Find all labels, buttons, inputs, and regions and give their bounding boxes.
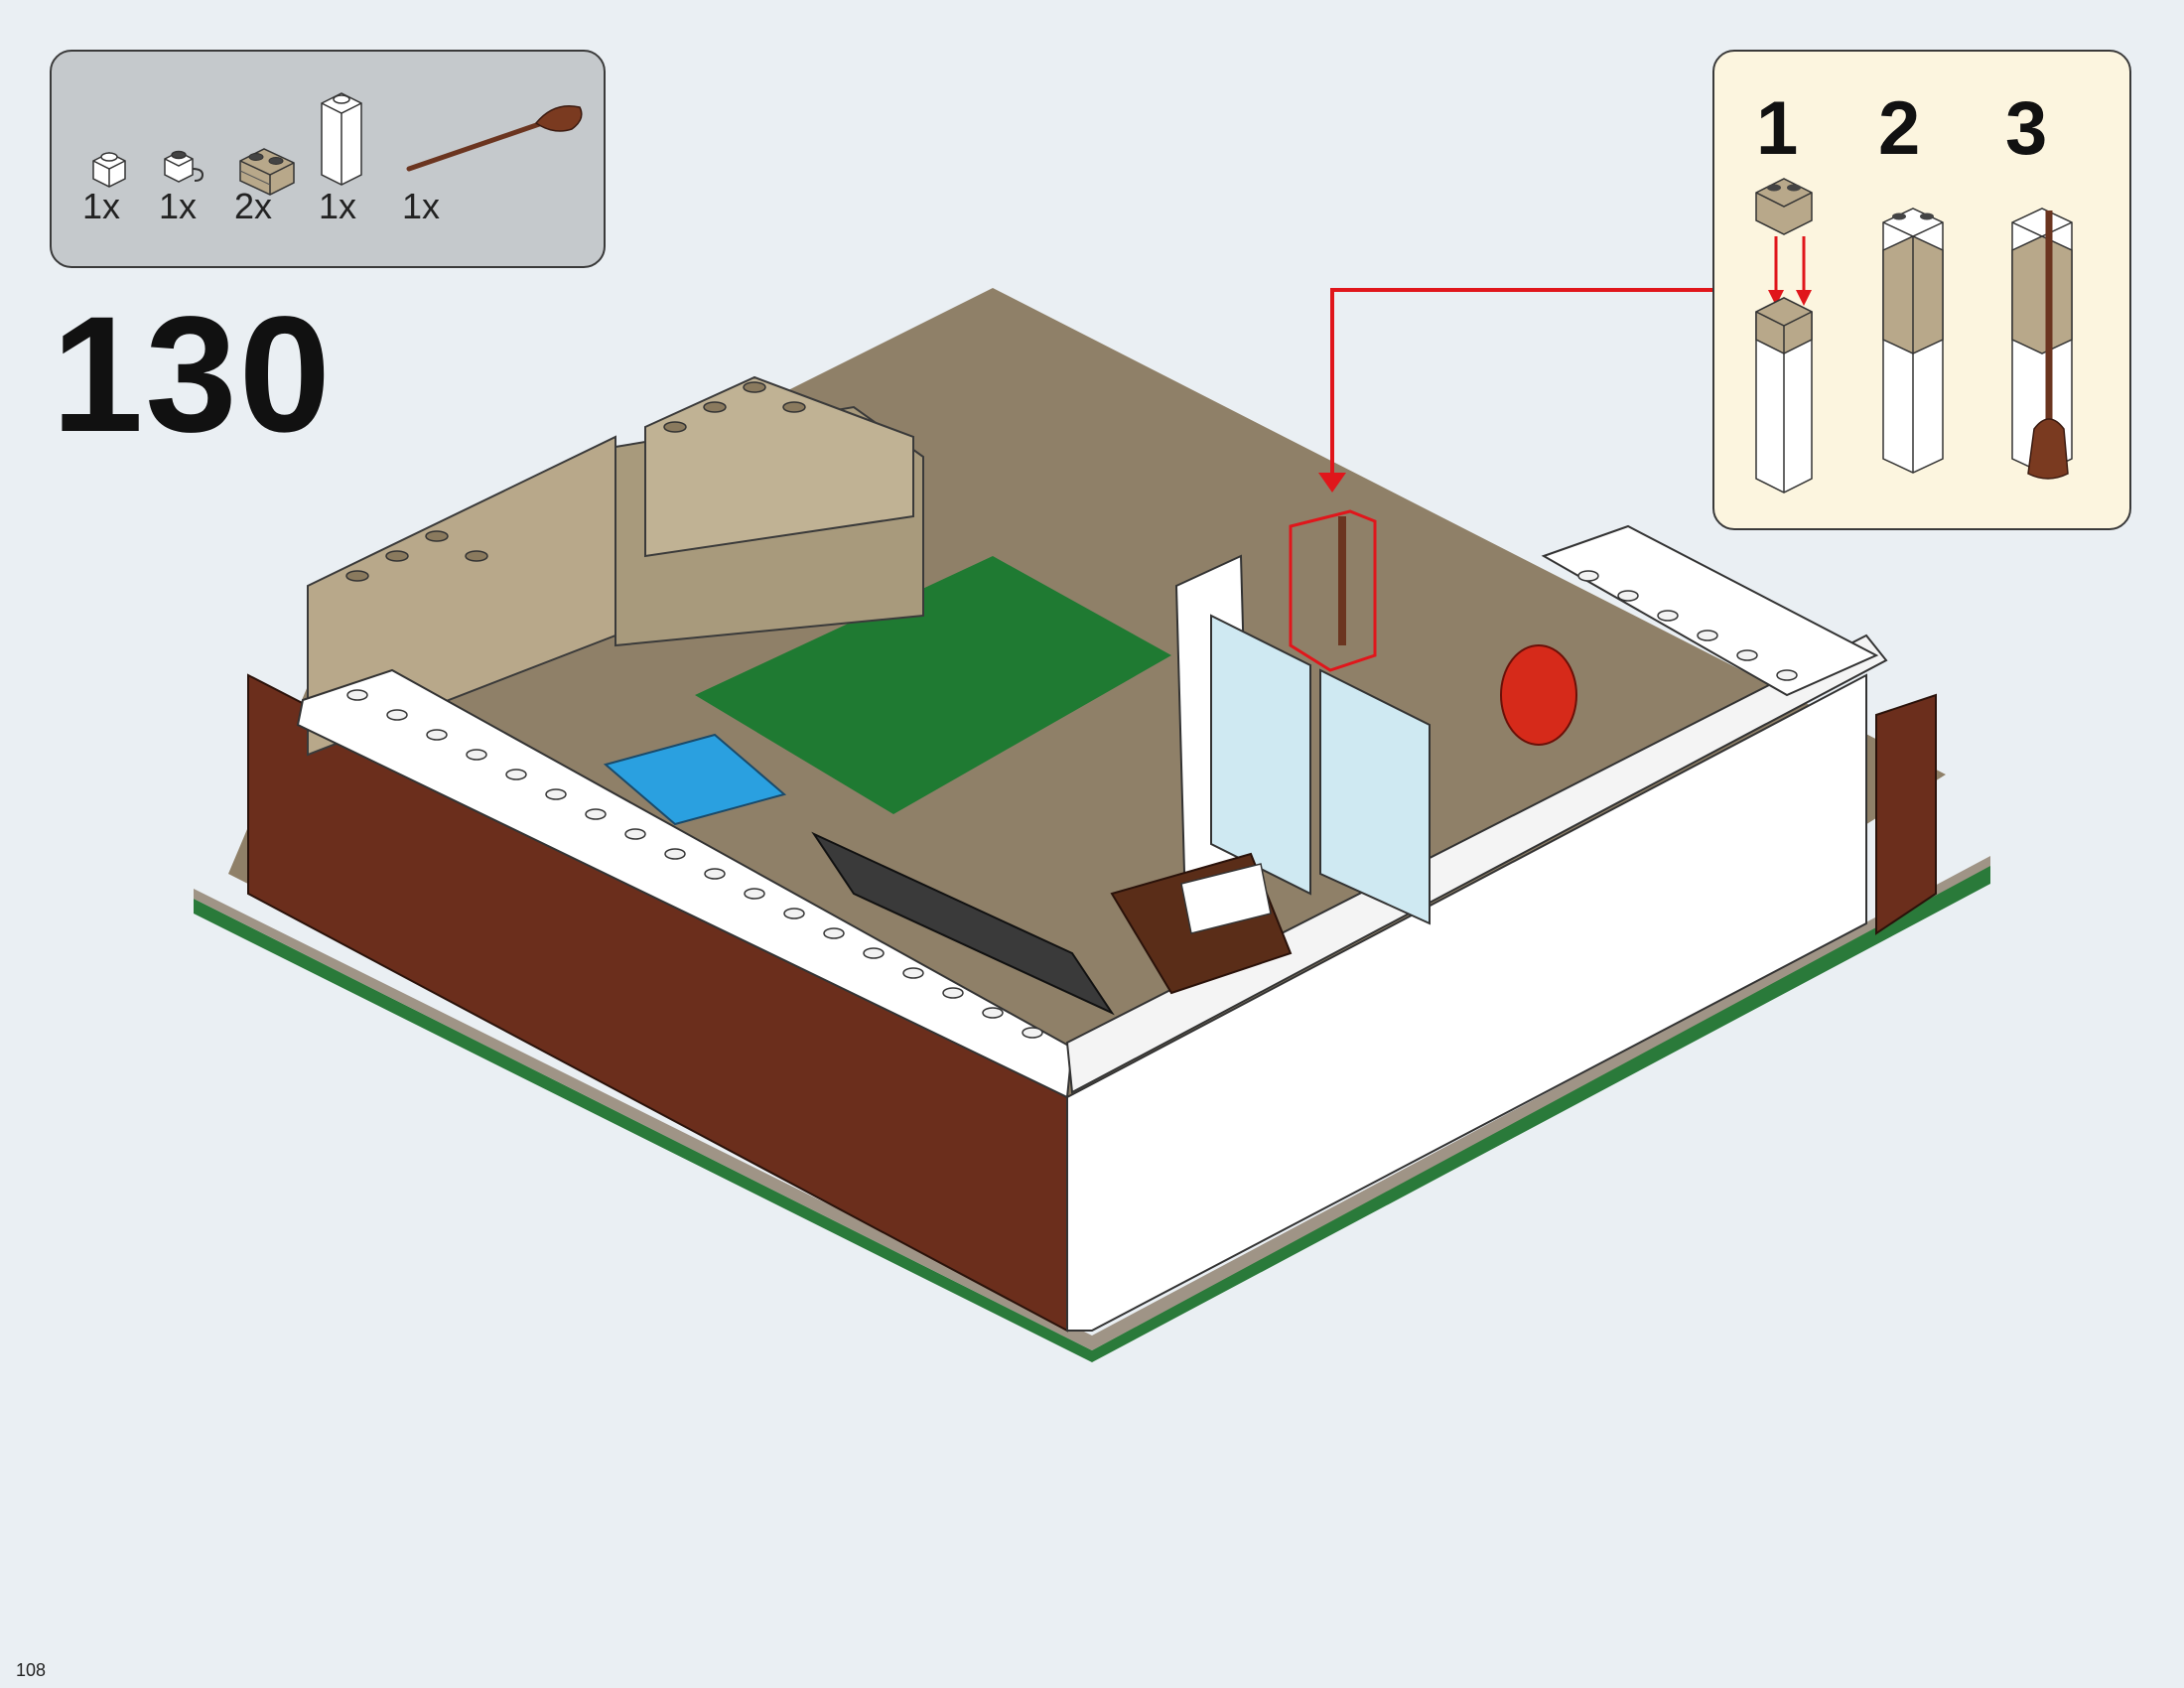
part-qty-1: 1x — [82, 186, 121, 226]
substep-3-illustration — [2011, 208, 2073, 480]
step-number: 130 — [52, 283, 333, 467]
parts-list-box: 1x 1x 2x 1x 1x — [50, 50, 606, 268]
substep-box: 1 2 3 — [1712, 50, 2131, 530]
pizza-box — [1180, 863, 1272, 934]
part-qty-4: 1x — [319, 186, 357, 226]
part-qty-5: 1x — [402, 186, 441, 226]
blue-object — [603, 733, 787, 826]
page-number: 108 — [16, 1660, 47, 1680]
white-brick-1x1x3-icon — [321, 92, 362, 186]
substep-label-3: 3 — [2005, 86, 2048, 171]
tan-studs — [345, 381, 806, 582]
red-barrel — [1500, 644, 1577, 746]
part-qty-3: 2x — [234, 186, 273, 226]
substep-label-1: 1 — [1756, 86, 1799, 171]
white-studs — [346, 570, 1798, 1039]
green-area — [695, 556, 1171, 814]
brown-broom-icon — [406, 105, 583, 172]
white-plate-1x1-icon — [92, 152, 126, 188]
window-pane-2 — [1319, 668, 1431, 925]
substep-illustrations — [1755, 178, 2073, 493]
white-clip-plate-icon — [164, 150, 205, 183]
tan-masonry-brick-icon — [239, 148, 295, 196]
substep-1-illustration — [1755, 178, 1813, 493]
substep-label-2: 2 — [1878, 86, 1921, 171]
part-qty-2: 1x — [159, 186, 198, 226]
callout-arrowhead — [1318, 473, 1346, 492]
dark-railing — [811, 831, 1115, 1016]
white-wall-right — [1066, 673, 1867, 1332]
substep-2-illustration — [1882, 208, 1944, 474]
highlight-outline — [1289, 509, 1377, 672]
parts-illustrations — [92, 92, 583, 196]
callout-arrow — [1330, 288, 1712, 475]
window-pane-1 — [1210, 614, 1311, 896]
